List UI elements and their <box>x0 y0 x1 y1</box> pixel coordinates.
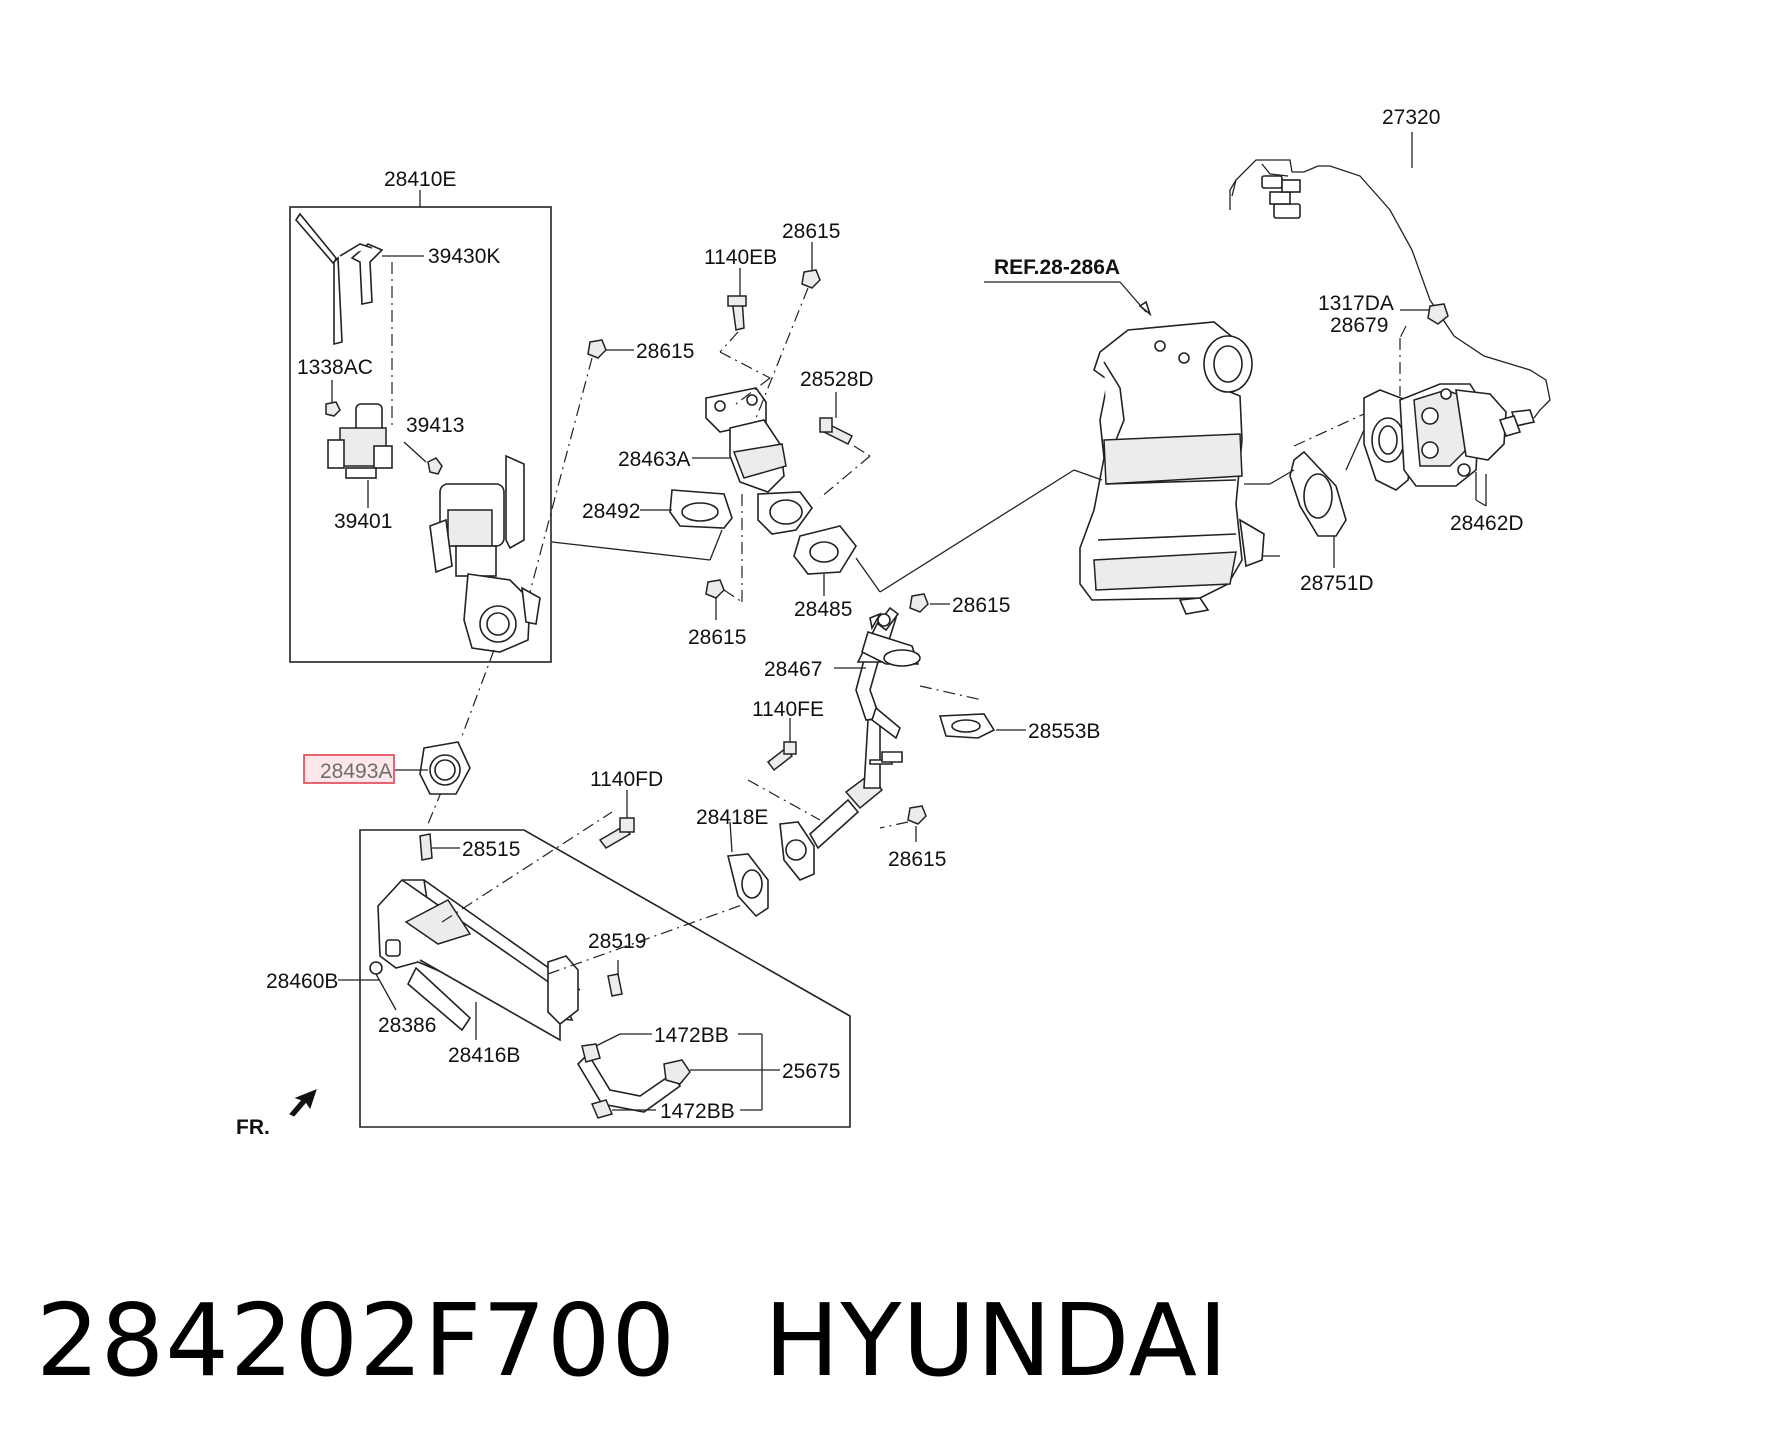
sensor-27320 <box>1229 159 1551 427</box>
egr-valve-assembly-group: 28410E 39430K 1338AC 39401 39413 <box>289 168 552 663</box>
label-1140FE: 1140FE <box>752 698 824 721</box>
label-27320: 27320 <box>1382 106 1440 129</box>
label-28460B: 28460B <box>266 970 338 993</box>
label-ref-28-286a: REF.28-286A <box>994 256 1120 279</box>
gasket-28553b <box>938 713 996 739</box>
label-28386: 28386 <box>378 1014 436 1037</box>
label-28462D: 28462D <box>1450 512 1524 535</box>
label-28553B: 28553B <box>1028 720 1100 743</box>
label-28515: 28515 <box>462 838 520 861</box>
label-39401: 39401 <box>334 510 392 533</box>
label-1140EB: 1140EB <box>704 246 777 269</box>
bolt-28528d-head <box>819 417 833 433</box>
label-28615-left: 28615 <box>636 340 694 363</box>
ref-arrow-head <box>1138 300 1152 317</box>
oring-28386 <box>369 961 383 975</box>
nut-1338ac <box>325 401 341 417</box>
nut-28615-lowcenter <box>907 805 927 825</box>
label-25675: 25675 <box>782 1060 840 1083</box>
label-1472BB-top: 1472BB <box>654 1024 729 1047</box>
nut-1317da <box>1427 303 1449 325</box>
highlight-box-28493a <box>303 754 395 784</box>
egr-cooler-group: 28515 28460B 28386 28416B 28519 <box>266 829 851 1128</box>
nut-28615-left <box>587 339 607 359</box>
label-1317DA: 1317DA <box>1318 292 1394 315</box>
gasket-28418e <box>726 853 769 918</box>
label-28485: 28485 <box>794 598 852 621</box>
nut-28615-under-manifold <box>705 579 725 599</box>
label-28463A: 28463A <box>618 448 690 471</box>
label-28410E: 28410E <box>384 168 456 191</box>
stud-28515 <box>419 833 433 861</box>
label-28418E: 28418E <box>696 806 768 829</box>
footer-part-number: 284202F700 <box>36 1282 677 1399</box>
bolt-39413 <box>427 457 443 475</box>
footer-caption: 284202F700 HYUNDAI <box>36 1282 1229 1399</box>
egr-pipe-28467 <box>779 606 921 881</box>
footer-brand: HYUNDAI <box>764 1282 1229 1399</box>
egr-valve-28462d <box>1363 383 1522 491</box>
gasket-28492 <box>669 489 733 529</box>
bolt-1140fd-head <box>619 817 635 833</box>
front-indicator: FR. <box>236 1089 317 1139</box>
egr-cooler-28460b <box>377 879 581 1042</box>
label-28751D: 28751D <box>1300 572 1374 595</box>
label-28615-top: 28615 <box>782 220 840 243</box>
egr-valve-body <box>429 454 541 653</box>
nut-28615-midright <box>909 593 929 613</box>
label-1338AC: 1338AC <box>297 356 373 379</box>
gasket-28493a <box>419 741 471 795</box>
front-arrow-icon <box>289 1089 317 1117</box>
label-28528D: 28528D <box>800 368 874 391</box>
egr-cooler-box <box>359 829 851 1128</box>
label-28615-lowcenter: 28615 <box>888 848 946 871</box>
vacuum-hose-39430k <box>294 212 384 346</box>
catalytic-converter <box>1079 321 1265 615</box>
label-28679: 28679 <box>1330 314 1388 337</box>
solenoid-valve-39401 <box>327 403 393 479</box>
label-28615-midright: 28615 <box>952 594 1010 617</box>
nut-28615-top <box>801 269 821 289</box>
label-1140FD: 1140FD <box>590 768 663 791</box>
label-1472BB-bottom: 1472BB <box>660 1100 735 1123</box>
label-28519: 28519 <box>588 930 646 953</box>
label-front: FR. <box>236 1116 270 1139</box>
label-39413: 39413 <box>406 414 464 437</box>
pipe-28463a <box>705 387 813 535</box>
stud-28519 <box>607 973 623 997</box>
label-28467: 28467 <box>764 658 822 681</box>
label-28492: 28492 <box>582 500 640 523</box>
label-28493A: 28493A <box>320 760 392 783</box>
bolt-1140fe-head <box>783 741 797 755</box>
gasket-28751d <box>1289 450 1347 537</box>
label-39430K: 39430K <box>428 245 500 268</box>
gasket-28485 <box>793 525 857 575</box>
label-28416B: 28416B <box>448 1044 520 1067</box>
label-28615-under-manifold: 28615 <box>688 626 746 649</box>
hose-25675 <box>576 1043 691 1119</box>
bolt-1140eb-head <box>727 295 747 307</box>
